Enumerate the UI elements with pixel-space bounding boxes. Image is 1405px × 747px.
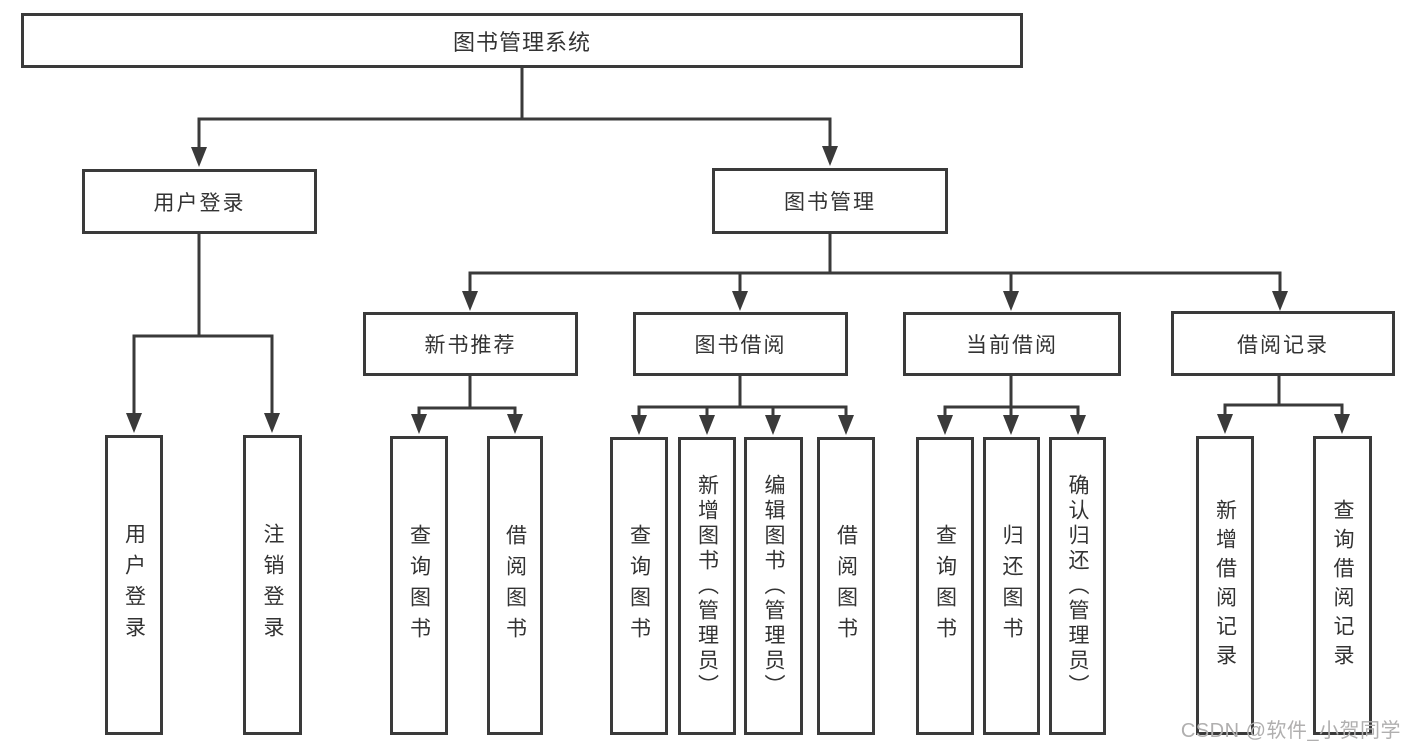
leaf-query-books-current: 查询图书 <box>916 437 974 735</box>
node-label: 注销登录 <box>261 523 284 647</box>
arrowheads <box>126 146 1350 435</box>
arrowhead-icon <box>1003 415 1019 435</box>
arrowhead-icon <box>732 291 748 311</box>
node-book-borrowing: 图书借阅 <box>633 312 848 376</box>
node-label: 图书借阅 <box>694 334 787 357</box>
leaf-query-books-borrowing: 查询图书 <box>610 437 668 735</box>
leaf-borrow-books: 借阅图书 <box>817 437 875 735</box>
node-label: 查询图书 <box>407 523 431 648</box>
arrowhead-icon <box>191 147 207 167</box>
leaf-add-borrow-record: 新增借阅记录 <box>1196 436 1254 735</box>
node-root-library-system: 图书管理系统 <box>21 13 1023 68</box>
node-label: 借阅记录 <box>1237 333 1329 357</box>
node-label: 新增图书（管理员） <box>695 473 719 699</box>
node-label: 新书推荐 <box>424 334 517 357</box>
node-label: 确认归还（管理员） <box>1066 473 1089 699</box>
leaf-logout: 注销登录 <box>243 435 302 735</box>
node-label: 用户登录 <box>153 191 246 215</box>
node-label: 编辑图书（管理员） <box>762 473 785 699</box>
node-label: 图书管理系统 <box>452 29 591 55</box>
arrowhead-icon <box>1217 414 1233 434</box>
arrowhead-icon <box>838 415 854 435</box>
node-label: 图书管理 <box>784 191 876 214</box>
node-label: 归还图书 <box>1000 524 1023 648</box>
tree-branch-lines <box>132 66 1344 410</box>
arrowhead-icon <box>411 414 427 434</box>
arrowhead-icon <box>1070 415 1086 435</box>
leaf-borrow-books-recommend: 借阅图书 <box>487 436 543 735</box>
arrowhead-icon <box>937 415 953 435</box>
node-label: 用户登录 <box>122 523 146 647</box>
node-label: 当前借阅 <box>966 334 1058 357</box>
arrowhead-icon <box>765 415 781 435</box>
node-label: 查询图书 <box>933 524 957 648</box>
node-new-book-recommend: 新书推荐 <box>363 312 578 376</box>
leaf-add-books-admin: 新增图书（管理员） <box>678 437 736 735</box>
node-label: 查询借阅记录 <box>1331 498 1354 673</box>
arrowhead-icon <box>126 413 142 433</box>
leaf-edit-books-admin: 编辑图书（管理员） <box>744 437 803 735</box>
arrowhead-icon <box>822 146 838 166</box>
node-label: 新增借阅记录 <box>1213 498 1237 673</box>
arrowhead-icon <box>462 291 478 311</box>
arrowhead-icon <box>1003 291 1019 311</box>
node-label: 借阅图书 <box>503 523 527 648</box>
node-user-login: 用户登录 <box>82 169 317 234</box>
node-book-management: 图书管理 <box>712 168 948 234</box>
leaf-return-books: 归还图书 <box>983 437 1040 735</box>
node-label: 借阅图书 <box>834 524 858 648</box>
leaf-query-borrow-record: 查询借阅记录 <box>1313 436 1372 735</box>
arrowhead-icon <box>1272 291 1288 311</box>
leaf-query-books-recommend: 查询图书 <box>390 436 448 735</box>
arrowhead-icon <box>1334 414 1350 434</box>
csdn-watermark: CSDN @软件_小贺同学 <box>1180 720 1401 742</box>
node-current-borrowing: 当前借阅 <box>903 312 1121 376</box>
arrowhead-icon <box>631 415 647 435</box>
node-label: 查询图书 <box>627 524 651 648</box>
arrowhead-icon <box>264 413 280 433</box>
leaf-user-login: 用户登录 <box>105 435 163 735</box>
leaf-confirm-return-admin: 确认归还（管理员） <box>1049 437 1106 735</box>
arrowhead-icon <box>699 415 715 435</box>
node-borrowing-records: 借阅记录 <box>1171 311 1395 376</box>
arrowhead-icon <box>507 414 523 434</box>
